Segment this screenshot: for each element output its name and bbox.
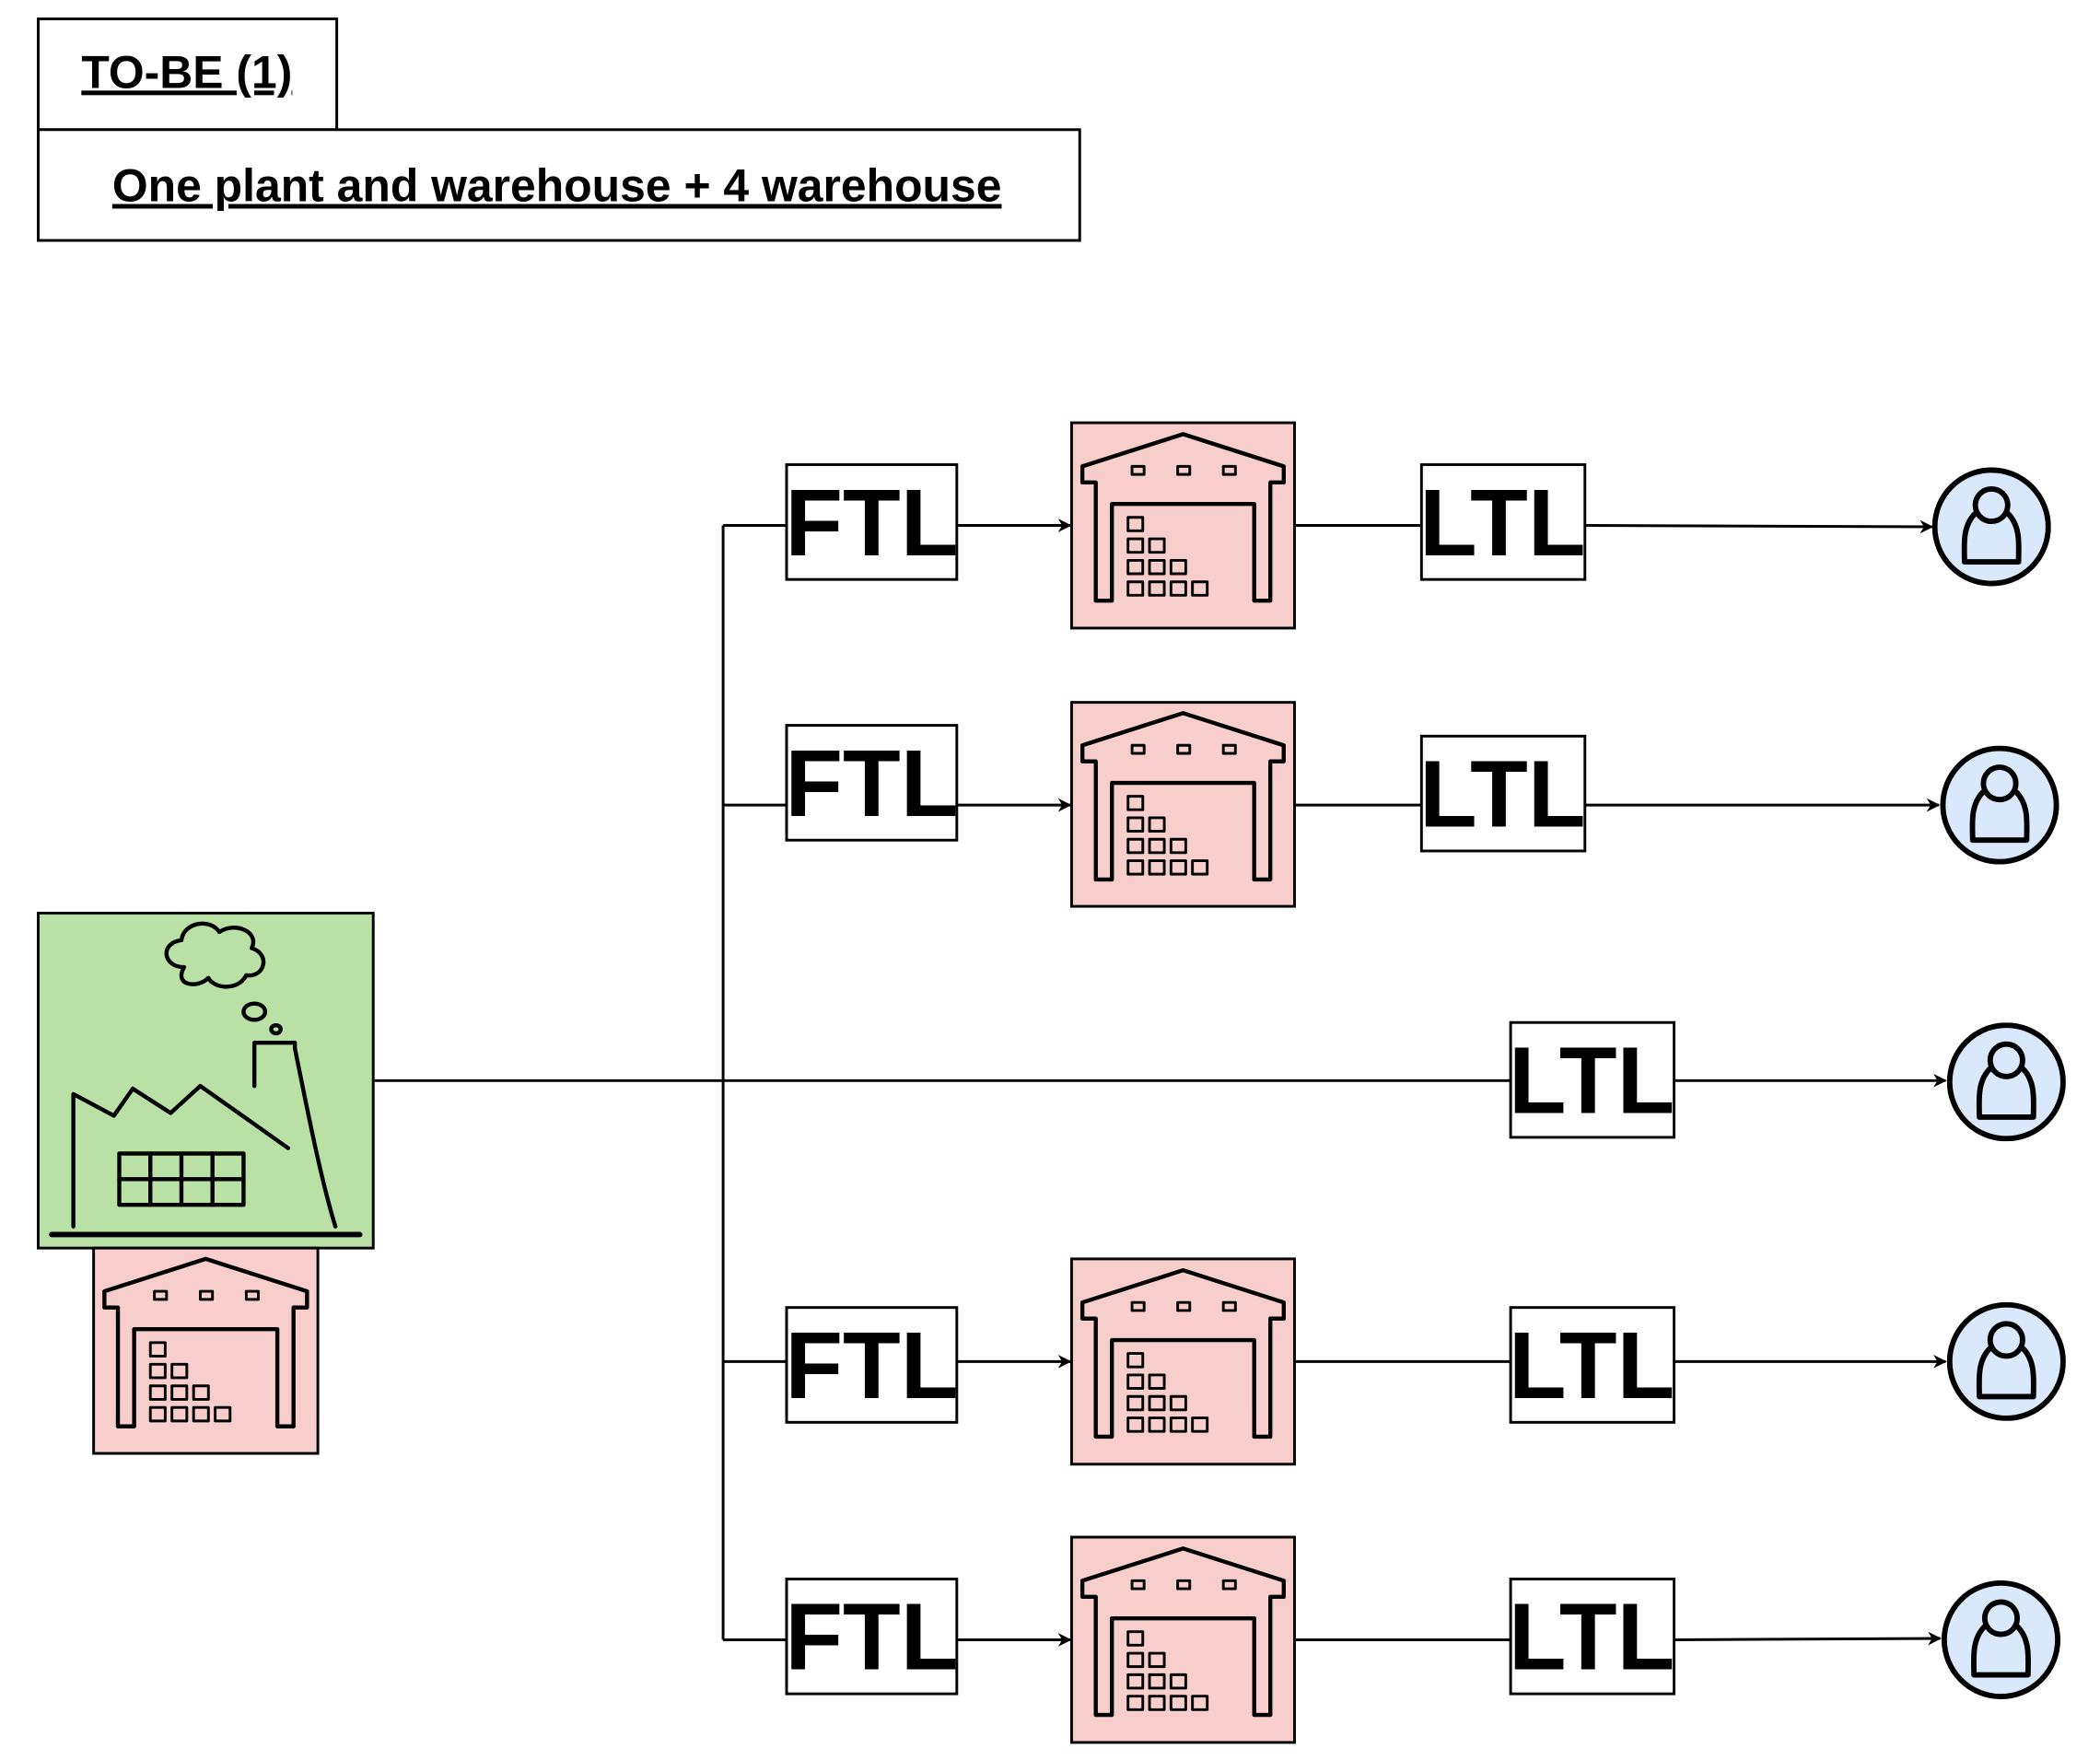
plant-warehouse-box <box>92 1246 320 1455</box>
ftl-box <box>785 1306 959 1424</box>
ftl-box <box>785 463 959 581</box>
connectors <box>374 519 1947 1647</box>
user-icon <box>1944 1583 2058 1696</box>
user-icon <box>1950 1025 2063 1138</box>
diagram-title: TO-BE (1) <box>81 46 292 98</box>
ftl-label: FTL <box>785 1584 958 1690</box>
warehouse-box <box>1069 1535 1296 1744</box>
ltl-label: LTL <box>1419 741 1586 847</box>
route-4: FTL LTL <box>785 1257 2063 1466</box>
ltl-label: LTL <box>1509 1584 1675 1690</box>
route-5: FTL LTL <box>785 1535 2058 1744</box>
user-icon <box>1935 470 2048 583</box>
ftl-label: FTL <box>785 730 958 836</box>
ltl-box <box>1509 1306 1676 1424</box>
title-box <box>37 17 339 132</box>
user-icon <box>1942 749 2056 862</box>
subtitle-box <box>37 128 1081 242</box>
plant-box <box>37 911 375 1250</box>
ltl-label: LTL <box>1419 470 1586 576</box>
ltl-box <box>1419 463 1587 581</box>
ftl-label: FTL <box>785 1312 958 1418</box>
ltl-arrow <box>1584 519 1934 534</box>
ltl-box <box>1419 734 1587 853</box>
ltl-arrow <box>1674 1631 1942 1646</box>
warehouse-box <box>1069 421 1296 630</box>
route-2: FTL LTL <box>785 701 2056 908</box>
ftl-box <box>785 724 959 842</box>
ftl-label: FTL <box>785 470 958 576</box>
plant-node <box>37 911 375 1455</box>
header: TO-BE (1) One plant and warehouse + 4 wa… <box>37 17 1081 242</box>
route-1: FTL LTL <box>785 421 2048 630</box>
route-3: LTL <box>1509 1020 2063 1139</box>
ftl-box <box>785 1578 959 1696</box>
user-icon <box>1950 1305 2063 1418</box>
ltl-label: LTL <box>1509 1312 1675 1418</box>
warehouse-box <box>1069 1257 1296 1466</box>
ltl-box <box>1509 1020 1676 1139</box>
ltl-box <box>1509 1578 1676 1696</box>
diagram-subtitle: One plant and warehouse + 4 warehouse <box>112 160 1002 212</box>
ltl-label: LTL <box>1509 1027 1675 1133</box>
warehouse-box <box>1069 701 1296 908</box>
